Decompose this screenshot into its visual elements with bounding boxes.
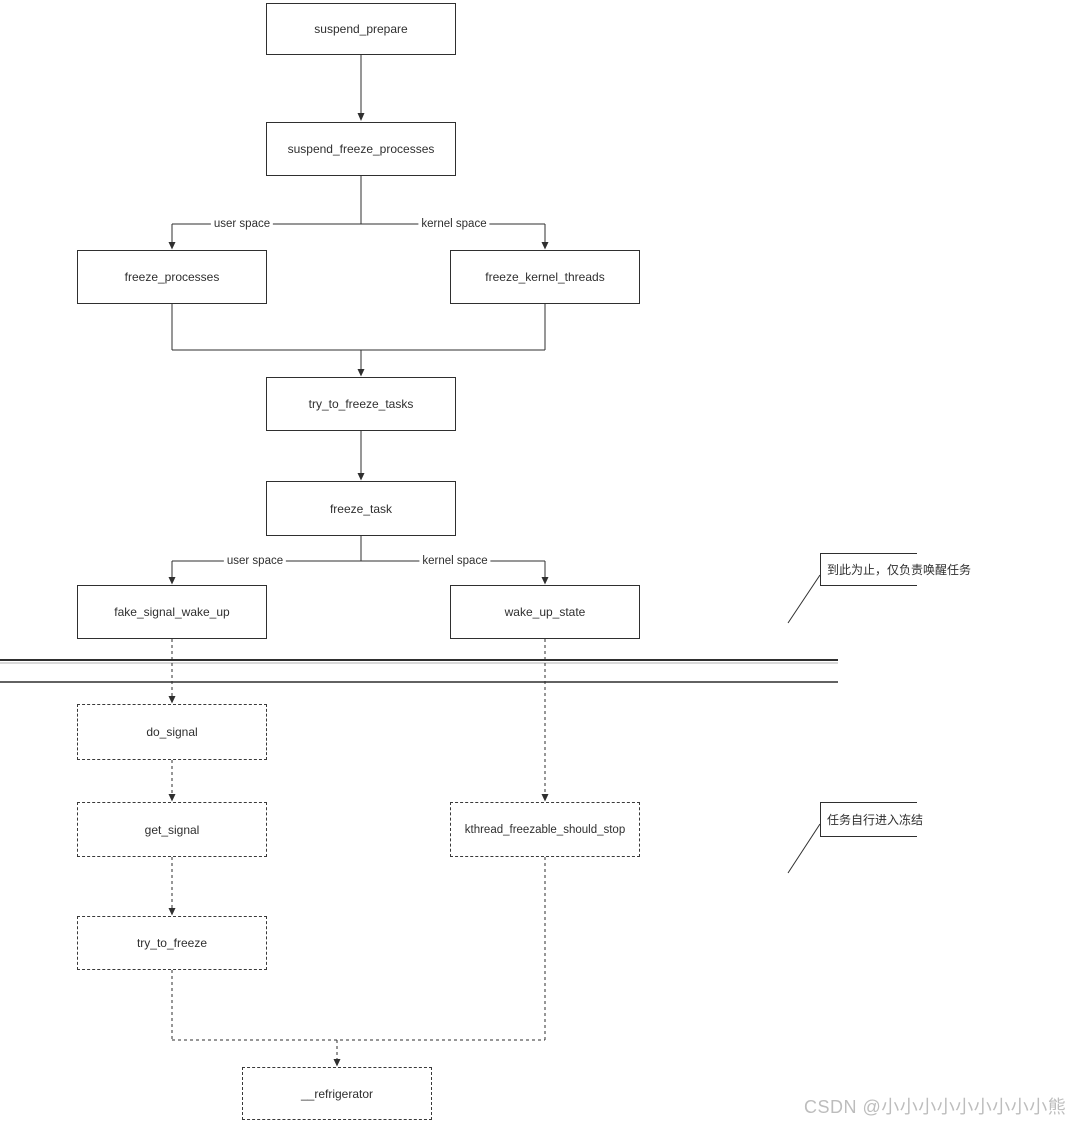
node-suspend-freeze-processes: suspend_freeze_processes [266, 122, 456, 176]
node-refrigerator: __refrigerator [242, 1067, 432, 1120]
annotation-freeze-note-text: 任务自行进入冻结 [827, 813, 924, 827]
node-freeze-task: freeze_task [266, 481, 456, 536]
node-get-signal: get_signal [77, 802, 267, 857]
annotation-leader-lines [787, 574, 821, 874]
node-freeze-processes: freeze_processes [77, 250, 267, 304]
node-fake-signal-wake-up: fake_signal_wake_up [77, 585, 267, 639]
annotation-freeze-note: 任务自行进入冻结 [820, 802, 923, 837]
edge-label-user-space-bottom: user space [223, 555, 287, 567]
connector-prepare-to-freeze-processes [357, 55, 365, 121]
node-kthread-freezable-should-stop: kthread_freezable_should_stop [450, 802, 640, 857]
node-try-to-freeze: try_to_freeze [77, 916, 267, 970]
annotation-wakeup-note-text: 到此为止，仅负责唤醒任务 [827, 563, 972, 577]
connector-tasks-to-freeze-task [357, 431, 365, 481]
edge-label-user-space-top: user space [210, 218, 274, 230]
connector-merge-to-try-to-freeze-tasks [171, 304, 546, 377]
connector-split-userspace-kernelspace-1 [168, 176, 549, 250]
node-try-to-freeze-tasks: try_to_freeze_tasks [266, 377, 456, 431]
edge-label-kernel-space-bottom: kernel space [419, 555, 491, 567]
node-freeze-kernel-threads: freeze_kernel_threads [450, 250, 640, 304]
node-wake-up-state: wake_up_state [450, 585, 640, 639]
csdn-watermark: CSDN @小小小小小小小小小熊 [804, 1097, 1067, 1117]
node-do-signal: do_signal [77, 704, 267, 760]
annotation-wakeup-note: 到此为止，仅负责唤醒任务 [820, 553, 971, 586]
separator-lines [0, 659, 838, 683]
node-suspend-prepare: suspend_prepare [266, 3, 456, 55]
edge-label-kernel-space-top: kernel space [418, 218, 490, 230]
